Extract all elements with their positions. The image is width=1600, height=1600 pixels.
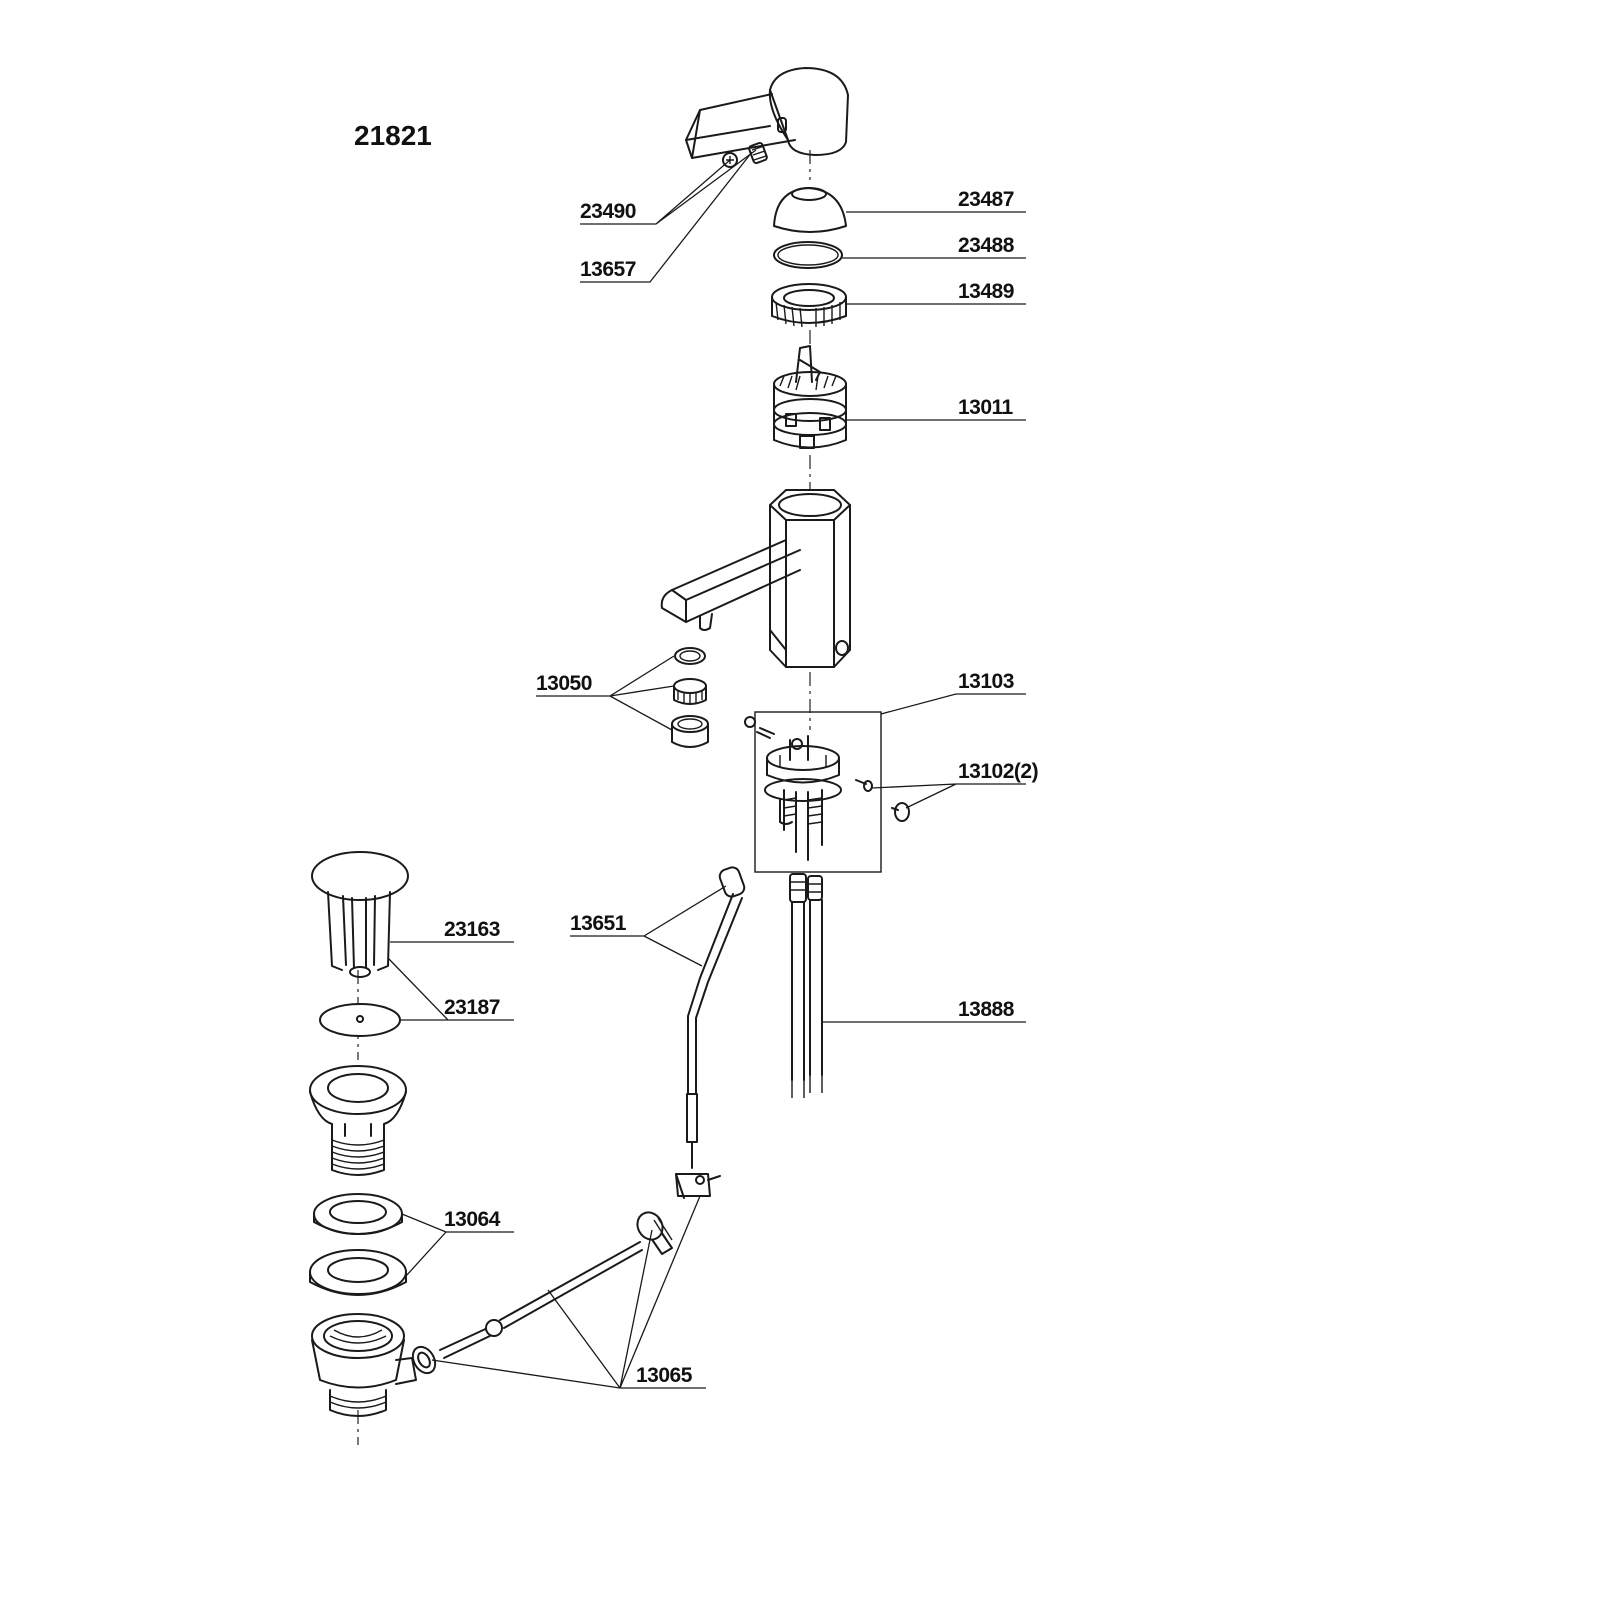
leader-13102 [871, 783, 1026, 809]
drain-stopper [311, 851, 409, 978]
o-ring-inner [777, 244, 839, 266]
aerator-set [671, 647, 709, 748]
stopper-washer [319, 1003, 401, 1037]
dome-cap [773, 187, 847, 233]
clevis-strap [675, 1173, 721, 1199]
callout-13888: 13888 [958, 998, 1015, 1021]
supply-hoses [789, 873, 823, 1098]
leader-13065 [431, 1195, 706, 1389]
handle-plug-screw [748, 141, 768, 165]
threaded-nut [771, 283, 847, 328]
gasket-lower [309, 1249, 407, 1296]
callout-23488: 23488 [958, 234, 1015, 257]
callout-23163: 23163 [444, 918, 500, 941]
leader-23490 [580, 149, 757, 225]
callout-23187: 23187 [444, 996, 500, 1019]
model-number: 21821 [354, 120, 432, 151]
callout-13102: 13102(2) [958, 760, 1038, 783]
leader-23187 [387, 957, 514, 1021]
leader-13103 [880, 693, 1026, 715]
lift-rod [686, 866, 746, 1169]
gasket-upper [313, 1193, 403, 1235]
leader-13050 [536, 655, 675, 731]
callout-13011: 13011 [958, 396, 1014, 419]
faucet-body [660, 489, 851, 668]
drain-flange [309, 1065, 407, 1176]
callout-13651: 13651 [570, 912, 627, 935]
callout-23487: 23487 [958, 188, 1014, 211]
callout-13064: 13064 [444, 1208, 501, 1231]
callout-13489: 13489 [958, 280, 1014, 303]
leader-13651 [570, 885, 727, 967]
pivot-nut [636, 1211, 673, 1255]
pivot-rod [439, 1241, 643, 1359]
leader-13064 [401, 1213, 514, 1277]
mounting-kit-frame [754, 711, 882, 873]
lever-handle [685, 67, 849, 159]
leader-13657 [580, 151, 753, 283]
callout-23490: 23490 [580, 200, 636, 223]
pivot-ball-seal [411, 1345, 437, 1375]
drain-body [311, 1313, 417, 1417]
callout-13065: 13065 [636, 1364, 693, 1387]
cartridge [773, 345, 847, 449]
cover-cap-13102 [891, 802, 910, 822]
callout-13050: 13050 [536, 672, 592, 695]
mounting-kit [744, 716, 873, 861]
callout-13103: 13103 [958, 670, 1014, 693]
o-ring [773, 241, 843, 269]
callout-13657: 13657 [580, 258, 636, 281]
